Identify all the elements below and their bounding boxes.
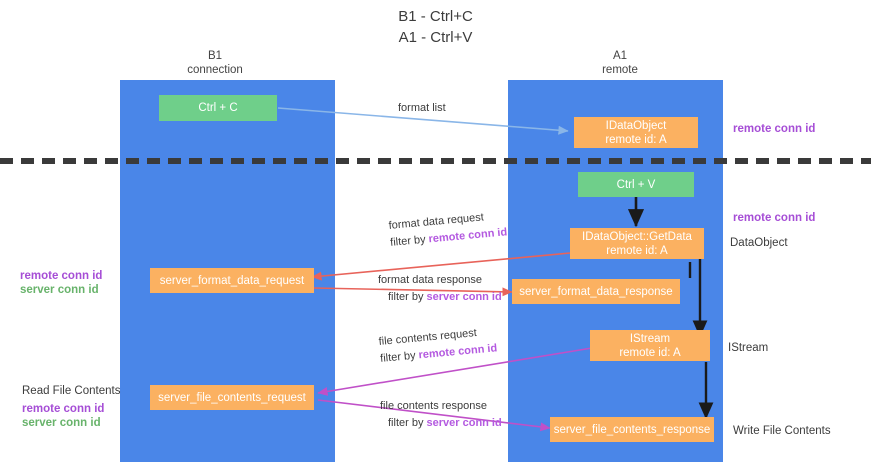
label-left-remote-conn-id: remote conn id	[20, 270, 103, 282]
column-header-b1: B1 connection	[187, 50, 243, 76]
box-ctrl-v[interactable]: Ctrl + V	[578, 172, 694, 197]
edge-label-file-contents-response: file contents response filter by server …	[380, 398, 502, 432]
filter-prefix: filter by	[388, 417, 427, 429]
phase-separator	[0, 158, 871, 164]
box-idataobject[interactable]: IDataObject remote id: A	[574, 117, 698, 148]
edge-label-format-list: format list	[398, 100, 446, 117]
column-header-a1: A1 remote	[602, 50, 638, 76]
filter-prefix: filter by	[389, 233, 430, 249]
box-istream[interactable]: IStream remote id: A	[590, 330, 710, 361]
label-left-read-file-contents: Read File Contents	[22, 385, 121, 397]
filter-prefix: filter by	[388, 291, 427, 303]
page-title: B1 - Ctrl+C A1 - Ctrl+V	[398, 8, 473, 46]
box-idataobject-getdata[interactable]: IDataObject::GetData remote id: A	[570, 228, 704, 259]
label-left-server-conn-id: server conn id	[20, 284, 99, 296]
box-ctrl-c[interactable]: Ctrl + C	[159, 95, 277, 121]
label-right-istream: IStream	[728, 342, 769, 354]
label-left-bottom-remote-conn-id: remote conn id	[22, 403, 105, 415]
label-right-dataobject: DataObject	[730, 237, 788, 249]
edge-label-file-contents-response-line1: file contents response	[380, 400, 488, 412]
box-server-file-contents-response[interactable]: server_file_contents_response	[550, 417, 714, 442]
label-right-remote-conn-id-mid: remote conn id	[733, 212, 816, 224]
box-server-file-contents-request[interactable]: server_file_contents_request	[150, 385, 314, 410]
filter-key-server-conn-id: server conn id	[426, 291, 502, 303]
edge-label-format-list-line1: format list	[398, 102, 446, 114]
edge-label-file-contents-request: file contents request filter by remote c…	[378, 323, 498, 367]
label-left-bottom-server-conn-id: server conn id	[22, 417, 101, 429]
label-right-remote-conn-id-top: remote conn id	[733, 123, 816, 135]
edge-label-format-data-response: format data response filter by server co…	[378, 272, 502, 306]
edge-label-format-data-response-line1: format data response	[378, 274, 482, 286]
box-server-format-data-request[interactable]: server_format_data_request	[150, 268, 314, 293]
box-server-format-data-response[interactable]: server_format_data_response	[512, 279, 680, 304]
label-right-write-file-contents: Write File Contents	[733, 425, 831, 437]
edge-label-file-contents-response-line2: filter by server conn id	[380, 415, 502, 432]
edge-label-format-data-request: format data request filter by remote con…	[388, 207, 508, 251]
filter-prefix: filter by	[379, 349, 420, 365]
edge-label-format-data-response-line2: filter by server conn id	[378, 289, 502, 306]
filter-key-server-conn-id: server conn id	[426, 417, 502, 429]
